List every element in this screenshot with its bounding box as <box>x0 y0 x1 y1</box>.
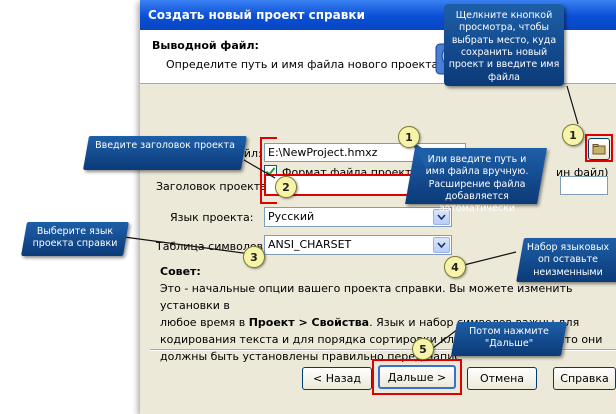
language-value: Русский <box>268 210 315 223</box>
format-checkbox-tail: ин файл) <box>556 166 609 179</box>
project-title-label: Заголовок проекта: <box>156 180 271 193</box>
charset-value: ANSI_CHARSET <box>268 238 352 251</box>
tip-project-properties: Проект > Свойства <box>248 316 370 330</box>
step-marker-1-browse: 1 <box>562 124 584 146</box>
charset-select[interactable]: ANSI_CHARSET <box>264 235 452 255</box>
step-marker-1-manual: 1 <box>398 126 420 148</box>
browse-button-highlight <box>585 134 613 162</box>
cancel-button[interactable]: Отмена <box>467 367 537 390</box>
header-subtitle: Определите путь и имя файла нового проек… <box>166 58 467 71</box>
language-dropdown-button[interactable] <box>433 209 450 225</box>
callout-language-text: Выберите язык проекта справки <box>32 226 118 250</box>
charset-dropdown-button[interactable] <box>433 237 450 253</box>
next-button-highlight <box>372 359 462 395</box>
language-select[interactable]: Русский <box>264 207 452 227</box>
tip-line-2-start: любое время в <box>160 316 249 330</box>
project-title-input-tail[interactable] <box>560 176 608 195</box>
help-button[interactable]: Справка <box>553 367 616 390</box>
tip-line-1: Это - начальные опции вашего проекта спр… <box>160 282 573 313</box>
header-title: Выводной файл: <box>152 39 259 52</box>
step-marker-2: 2 <box>275 176 297 198</box>
next-button[interactable]: Дальше > <box>378 365 456 389</box>
charset-label: Таблица символов: <box>156 240 267 253</box>
callout-browse-text: Щелкните кнопкой просмотра, чтобы выбрат… <box>448 10 560 83</box>
browse-button[interactable] <box>588 138 610 160</box>
window-title: Создать новый проект справки <box>148 8 365 22</box>
callout-next-text: Потом нажмите "Дальше" <box>469 326 549 350</box>
folder-icon <box>592 144 606 155</box>
callout-title-text: Введите заголовок проекта <box>95 140 235 151</box>
callout-manual-text: Или введите путь и имя файла вручную. Ра… <box>425 154 529 215</box>
chevron-down-icon <box>437 242 446 248</box>
callout-charset-text: Набор языковых оп оставьте неизменными <box>526 242 610 278</box>
back-button[interactable]: < Назад <box>302 367 372 390</box>
chevron-down-icon <box>437 214 446 220</box>
callout-browse: Щелкните кнопкой просмотра, чтобы выбрат… <box>444 4 564 86</box>
step-marker-5: 5 <box>412 338 434 360</box>
button-separator <box>150 349 616 351</box>
step-marker-4: 4 <box>444 256 466 278</box>
step-marker-3: 3 <box>243 246 265 268</box>
tip-heading: Совет: <box>160 265 201 278</box>
language-label: Язык проекта: <box>170 211 254 224</box>
